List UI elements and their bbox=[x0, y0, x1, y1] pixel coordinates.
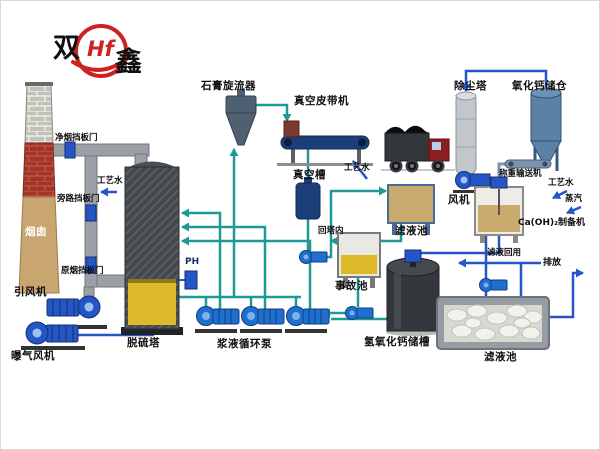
label-slurry-pumps: 浆液循环泵 bbox=[217, 338, 272, 350]
label-steam: 蒸汽 bbox=[565, 194, 583, 204]
calcium-hydroxide-tank-device bbox=[386, 249, 440, 336]
label-desulfurization-tower: 脱硫塔 bbox=[127, 337, 160, 349]
raw-flue-damper-valve bbox=[85, 256, 97, 274]
label-discharge: 排放 bbox=[543, 258, 562, 268]
aeration-fan bbox=[21, 321, 85, 350]
label-calcium-oxide-silo: 氧化钙储仓 bbox=[512, 80, 567, 92]
logo-left-char: 双 bbox=[53, 33, 80, 64]
caoh2-machine-device bbox=[474, 176, 524, 243]
gypsum-truck bbox=[381, 125, 455, 173]
label-filtrate-reuse: 滤液回用 bbox=[487, 248, 522, 258]
label-emergency-pool: 事故池 bbox=[335, 280, 368, 292]
label-process-water-mid: 工艺水 bbox=[344, 163, 370, 173]
desulfurization-tower bbox=[121, 161, 183, 335]
silo-feed-pipe bbox=[497, 162, 507, 179]
label-caoh2-machine: Ca(OH)₂制备机 bbox=[518, 218, 586, 228]
emergency-pool-device bbox=[337, 232, 381, 288]
label-filtrate-pool-upper: 滤液池 bbox=[395, 225, 428, 237]
label-id-fan: 引风机 bbox=[14, 286, 47, 298]
logo-right-char: 鑫 bbox=[115, 47, 142, 78]
clean-flue-damper-valve bbox=[64, 141, 76, 159]
induced-draft-fan bbox=[43, 295, 107, 329]
dust-tower-device bbox=[455, 91, 477, 175]
label-ph: PH bbox=[185, 257, 200, 267]
ph-meter-device bbox=[179, 270, 198, 290]
label-aeration-fan: 曝气风机 bbox=[11, 350, 55, 362]
emergency-pool-pump bbox=[345, 306, 374, 320]
label-calcium-hydroxide-tank: 氢氧化钙储槽 bbox=[364, 336, 430, 348]
label-gypsum-cyclone: 石膏旋流器 bbox=[201, 80, 256, 92]
vacuum-belt-device bbox=[277, 120, 373, 166]
slurry-pump-1 bbox=[195, 306, 240, 333]
label-back-to-tower: 回塔内 bbox=[318, 226, 344, 236]
vacuum-tank-device bbox=[295, 177, 321, 220]
damper-valves bbox=[64, 141, 97, 274]
logo-monogram: Hf bbox=[87, 37, 114, 61]
label-chimney: 烟囱 bbox=[25, 226, 47, 238]
label-vacuum-tank: 真空槽 bbox=[293, 169, 326, 181]
label-weighing-conveyor: 称重输送机 bbox=[499, 169, 542, 179]
machine-discharge-pump bbox=[479, 278, 508, 292]
label-filtrate-pool-lower: 滤液池 bbox=[484, 351, 517, 363]
filtrate-pool-lower-device bbox=[436, 296, 550, 350]
vacuum-pump bbox=[299, 250, 328, 264]
slurry-pump-3 bbox=[285, 306, 330, 333]
weighing-conveyor-device bbox=[504, 159, 552, 169]
logo-graphic bbox=[71, 24, 131, 78]
label-vacuum-belt: 真空皮带机 bbox=[294, 95, 349, 107]
label-process-water-right: 工艺水 bbox=[548, 178, 574, 188]
gypsum-cyclone-device bbox=[225, 89, 257, 146]
calcium-oxide-silo-device bbox=[530, 87, 562, 171]
label-fan: 风机 bbox=[448, 194, 470, 206]
slurry-pump-2 bbox=[240, 306, 285, 333]
filtrate-pool-upper-device bbox=[387, 184, 435, 235]
label-dust-tower: 除尘塔 bbox=[454, 80, 487, 92]
label-bypass-damper: 旁路挡板门 bbox=[57, 194, 100, 204]
bypass-damper-valve bbox=[85, 204, 97, 222]
label-clean-flue-damper: 净烟挡板门 bbox=[55, 133, 98, 143]
label-raw-flue-damper: 原烟挡板门 bbox=[61, 266, 104, 276]
chimney bbox=[18, 82, 60, 294]
tower-slurry-level bbox=[128, 283, 176, 325]
belt-feed-hopper bbox=[283, 120, 300, 138]
label-process-water-left: 工艺水 bbox=[97, 176, 123, 186]
